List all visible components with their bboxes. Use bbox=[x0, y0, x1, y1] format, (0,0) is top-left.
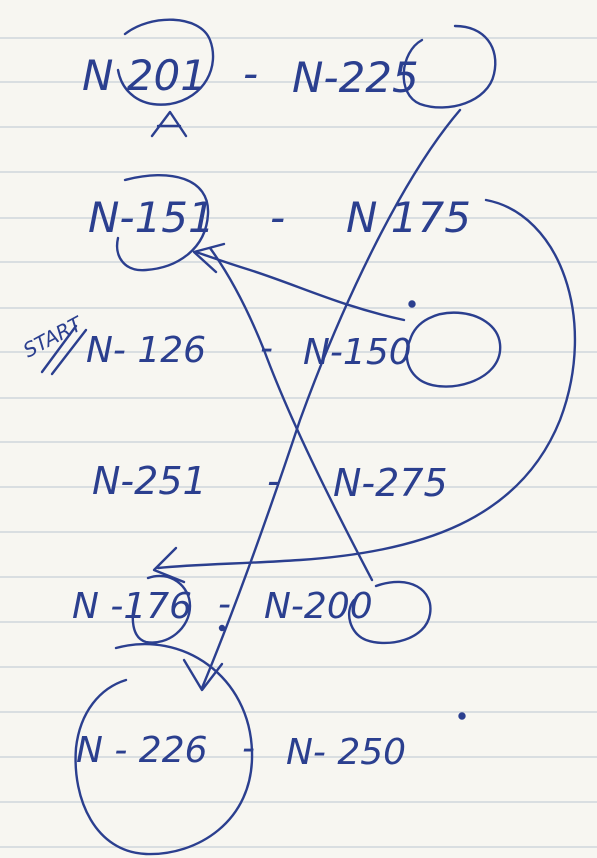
row-6-left: N - 226 bbox=[76, 730, 208, 771]
row-4-left: N-251 bbox=[92, 459, 207, 503]
arrow-150-to-151-head bbox=[192, 242, 226, 274]
row-5-right: N-200 bbox=[264, 586, 373, 627]
ink-marks bbox=[40, 18, 577, 856]
arrowhead-201 bbox=[150, 110, 188, 138]
row-4-right: N-275 bbox=[333, 461, 448, 505]
circle-150 bbox=[405, 311, 502, 388]
circle-200 bbox=[347, 580, 432, 645]
line-225-to-226 bbox=[200, 108, 462, 690]
curve-175-to-176-head bbox=[152, 546, 186, 584]
dot-mark bbox=[408, 300, 416, 308]
row-3-dash: - bbox=[260, 328, 273, 369]
start-label: START bbox=[19, 311, 87, 363]
dot-mark bbox=[458, 712, 466, 720]
row-1-left: N 201 bbox=[82, 51, 207, 100]
row-1-dash: - bbox=[243, 49, 258, 98]
arrow-150-to-151 bbox=[194, 250, 406, 322]
circle-225 bbox=[402, 24, 497, 109]
row-2-dash: - bbox=[270, 193, 285, 242]
row-4-dash: - bbox=[267, 459, 281, 503]
curve-175-to-176 bbox=[156, 198, 577, 570]
row-2-left: N-151 bbox=[88, 193, 215, 242]
dot-mark bbox=[218, 624, 226, 632]
row-3-left: N- 126 bbox=[86, 330, 206, 371]
line-200-to-151 bbox=[208, 246, 374, 582]
row-labels: N 201 - N-225 N-151 - N 175 N- 126 - N-1… bbox=[19, 49, 471, 773]
row-5-dash: - bbox=[218, 584, 231, 625]
circle-151 bbox=[115, 173, 210, 272]
line-225-to-226-head bbox=[182, 658, 224, 692]
start-slash-1 bbox=[40, 324, 78, 374]
circle-201 bbox=[116, 18, 215, 106]
row-2-right: N 175 bbox=[346, 193, 471, 242]
row-1-right: N-225 bbox=[292, 53, 419, 102]
row-6-right: N- 250 bbox=[286, 732, 406, 773]
circle-226 bbox=[74, 642, 254, 856]
start-slash-2 bbox=[50, 328, 88, 376]
circle-176 bbox=[131, 574, 192, 644]
ruled-lines bbox=[0, 37, 597, 848]
